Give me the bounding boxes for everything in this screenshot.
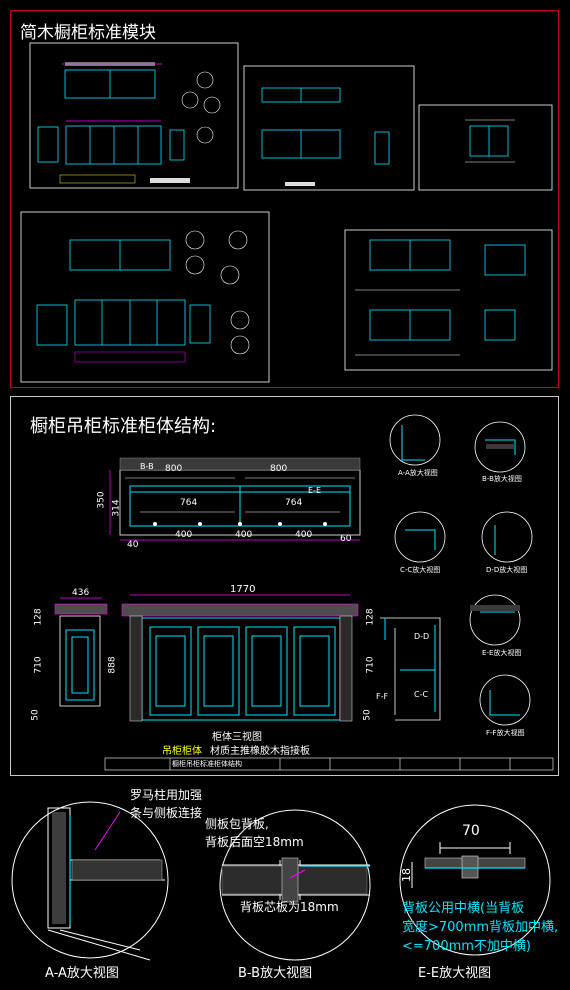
- detail-label-cc: C-C放大视图: [400, 566, 441, 574]
- dim-40: 40: [127, 540, 139, 550]
- bb-note: 侧板包背板, 背板后面空18mm: [205, 817, 304, 849]
- panel2-title: 橱柜吊柜标准柜体结构:: [30, 416, 217, 437]
- ee-dim-18: 18: [400, 868, 413, 882]
- dim-800-right: 800: [270, 464, 288, 474]
- detail-label-ff: F-F放大视图: [486, 729, 525, 737]
- dim-60: 60: [340, 534, 352, 544]
- dim-400-b: 400: [235, 530, 253, 540]
- ee-note: 背板公用中横(当背板 宽度>700mm背板加中横, <=700mm不加中横): [402, 901, 559, 954]
- caption-three-view: 柜体三视图: [212, 732, 262, 743]
- detail-label-bb: B-B放大视图: [482, 475, 522, 483]
- section-ff-label: F-F: [376, 692, 389, 701]
- section-ee-label: E-E: [308, 486, 321, 495]
- aa-note: 罗马柱用加强 条与侧板连接: [130, 788, 203, 820]
- module-sheet-panel: [10, 10, 559, 388]
- dim-764-right: 764: [285, 498, 303, 508]
- caption-material: 材质主推橡胶木指接板: [210, 746, 310, 757]
- section-dd-label: D-D: [414, 632, 430, 641]
- dim-1770: 1770: [230, 584, 256, 595]
- section-cc-label: C-C: [414, 690, 429, 699]
- bb-note-core: 背板芯板为18mm: [240, 900, 339, 914]
- dim-436: 436: [72, 588, 90, 598]
- caption-aa: A-A放大视图: [45, 966, 119, 981]
- section-bb-label: B-B: [140, 462, 154, 471]
- ee-dim-70: 70: [462, 823, 480, 839]
- detail-label-ee: E-E放大视图: [482, 649, 522, 657]
- detail-label-aa: A-A放大视图: [398, 469, 438, 477]
- panel1-title: 简木橱柜标准模块: [20, 23, 156, 43]
- dim-400-c: 400: [295, 530, 313, 540]
- dim-764-left: 764: [180, 498, 198, 508]
- caption-ee: E-E放大视图: [418, 966, 492, 981]
- footer-title: 橱柜吊柜标准柜体结构: [172, 760, 242, 768]
- cabinet-structure-panel: [10, 396, 559, 776]
- dim-800-left: 800: [165, 464, 183, 474]
- caption-wall-cabinet: 吊柜柜体: [162, 746, 202, 757]
- caption-bb: B-B放大视图: [238, 966, 313, 981]
- detail-label-dd: D-D放大视图: [486, 566, 528, 574]
- dim-400-a: 400: [175, 530, 193, 540]
